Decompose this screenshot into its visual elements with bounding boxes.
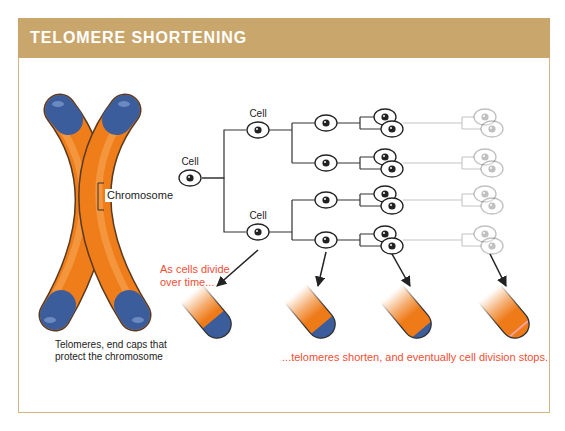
note-text: ...telomeres shorten, and eventually cel… — [190, 351, 548, 364]
chromosome-end — [380, 284, 438, 345]
cell-label: Cell — [178, 155, 202, 169]
telomere-cap — [202, 310, 238, 345]
end-outline — [285, 284, 341, 343]
cell — [381, 238, 403, 254]
faded-cell — [481, 238, 503, 254]
chromatid-highlight — [52, 120, 83, 300]
division-line — [269, 200, 315, 240]
cell — [315, 115, 337, 131]
part-label: Chromosome — [105, 189, 175, 202]
end-outline — [479, 284, 535, 343]
cell-node: Cell — [246, 107, 270, 139]
faded-cell — [481, 161, 503, 177]
nucleus-highlight — [188, 176, 190, 178]
telomere-cap — [117, 110, 125, 120]
faded-line — [403, 234, 481, 246]
cell — [381, 198, 403, 214]
chromatid-highlight — [99, 120, 131, 300]
cell-shape — [246, 121, 270, 139]
chromosome-end — [284, 284, 342, 345]
cell — [315, 155, 337, 171]
nucleus-highlight — [256, 128, 258, 130]
cell — [381, 121, 403, 137]
chromosome-end — [478, 284, 536, 345]
telomere-cap — [129, 305, 135, 315]
cell-label: Cell — [246, 107, 270, 121]
end-body — [381, 284, 437, 343]
cap-highlight — [52, 101, 64, 107]
faded-cell — [481, 121, 503, 137]
chromatid — [95, 110, 135, 315]
end-body — [479, 284, 535, 343]
division-line — [269, 123, 315, 163]
cell-body — [179, 170, 201, 186]
title-band: TELOMERE SHORTENING — [18, 18, 550, 58]
cell-node: Cell — [178, 155, 202, 187]
down-arrow — [318, 252, 326, 286]
cell — [315, 232, 337, 248]
faded-division-lines — [403, 117, 481, 246]
chromosome-end — [180, 284, 238, 345]
cell-nucleus — [186, 174, 193, 181]
cell-nucleus — [254, 126, 261, 133]
division-connector — [202, 178, 246, 232]
title-text: TELOMERE SHORTENING — [30, 18, 247, 58]
end-outline — [181, 284, 237, 343]
down-arrow — [392, 254, 410, 286]
cell — [315, 192, 337, 208]
chromosome-bracket — [98, 183, 104, 210]
faded-line — [403, 117, 481, 129]
nucleus-highlight — [256, 230, 258, 232]
telomere-cap — [55, 305, 61, 315]
worn-end-line — [507, 318, 531, 339]
time-arrows — [217, 250, 506, 286]
faded-line — [403, 194, 481, 206]
cell-node: Cell — [246, 209, 270, 241]
division-lines — [269, 117, 381, 246]
chromatid-outline — [95, 110, 135, 315]
end-body — [181, 284, 237, 343]
cell-body — [247, 224, 269, 240]
faded-cell — [481, 198, 503, 214]
division-connector — [202, 130, 246, 178]
cell-nucleus — [254, 228, 261, 235]
cap-highlight — [44, 317, 56, 323]
cell-label: Cell — [246, 209, 270, 223]
chromosome — [44, 101, 144, 323]
callout-text: Telomeres, end caps that protect the chr… — [55, 339, 179, 363]
cell-body — [247, 122, 269, 138]
faded-line — [403, 157, 481, 169]
telomere-cap — [310, 315, 342, 345]
cap-highlight — [118, 101, 130, 107]
cell-shape — [246, 223, 270, 241]
down-arrow — [490, 254, 506, 286]
telomere-cap — [60, 110, 68, 120]
cap-highlight — [132, 317, 144, 323]
cell — [381, 161, 403, 177]
end-body — [285, 284, 341, 343]
telomere-cap — [410, 320, 438, 345]
note-text: As cells divide over time... — [160, 263, 248, 289]
cell-shape — [178, 169, 202, 187]
end-outline — [381, 284, 437, 343]
